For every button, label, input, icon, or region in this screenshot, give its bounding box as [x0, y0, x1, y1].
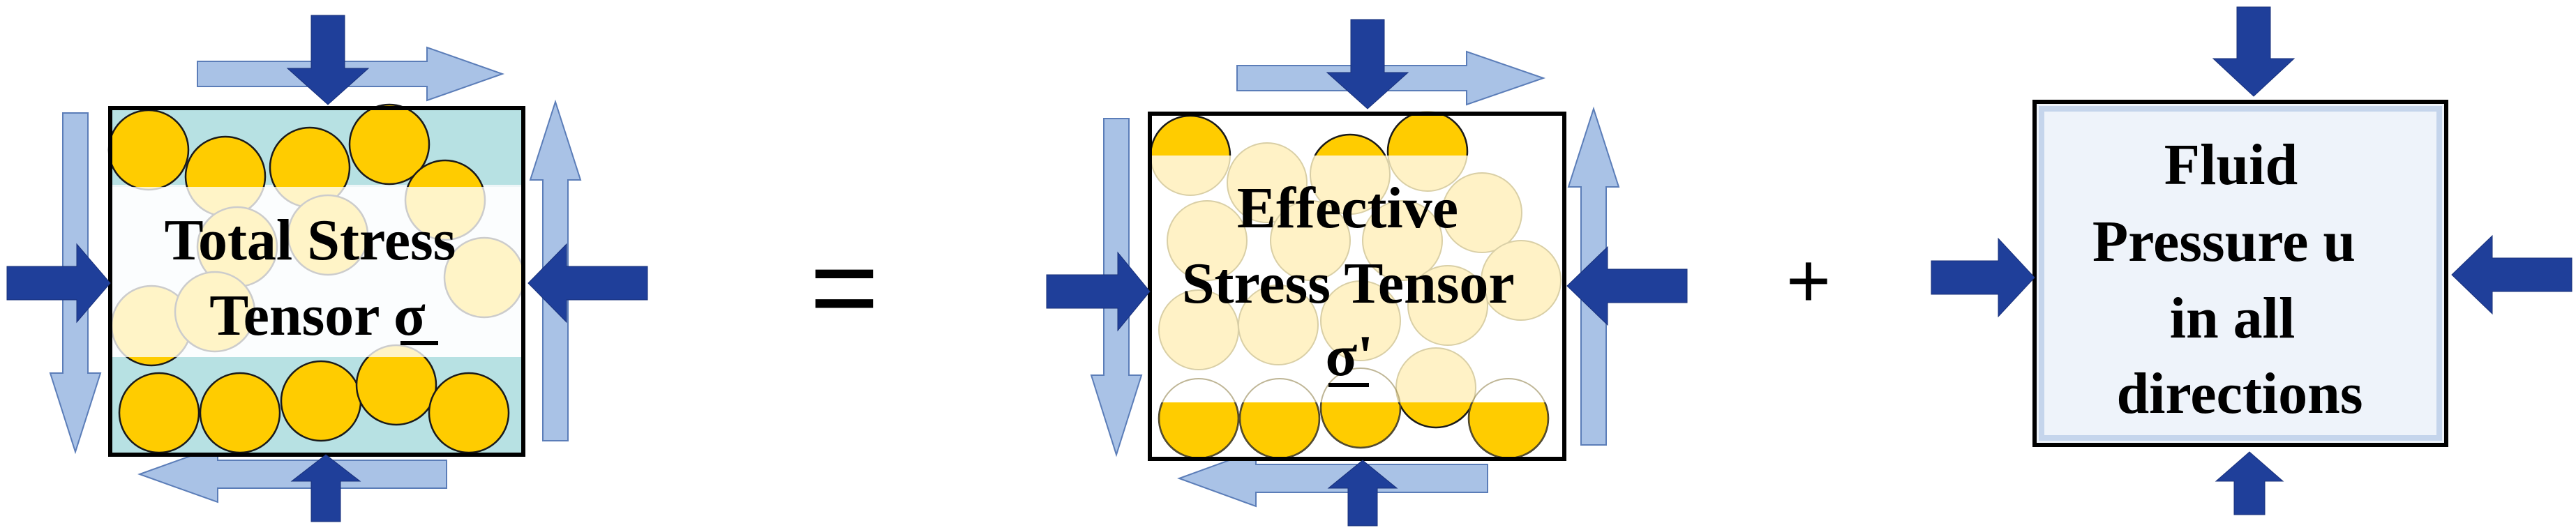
normal-arrow-bottom — [290, 454, 361, 522]
label-line: Tensor σ — [209, 283, 426, 348]
effective-grains-top-solid — [1150, 114, 1469, 156]
grain-outline — [1320, 368, 1401, 448]
normal-arrow-left — [6, 243, 111, 324]
grain — [1481, 240, 1562, 321]
fluid-box-inner-highlight — [2039, 106, 2442, 441]
grain — [428, 372, 510, 454]
effective-box-outline — [1148, 112, 1566, 461]
shear-arrow-bottom-left — [1177, 449, 1488, 508]
effective-stress-label: Effective Stress Tensor σ' — [1182, 176, 1528, 388]
normal-arrow-left — [1046, 251, 1151, 332]
fluid-pressure-label: Fluid Pressure u in all directions — [2092, 132, 2370, 426]
normal-arrow-right — [2451, 234, 2573, 315]
grain — [1167, 200, 1248, 281]
grain — [1238, 285, 1319, 365]
total-stress-panel: Total Stress Tensor σ — [6, 15, 648, 522]
equals-sign: = — [809, 221, 878, 354]
normal-arrow-top — [286, 15, 370, 105]
grain — [355, 344, 437, 426]
grain — [280, 360, 362, 442]
normal-arrow-bottom — [2215, 451, 2284, 515]
fluid-box-outline — [2032, 100, 2448, 447]
grain — [1407, 265, 1488, 346]
grain — [1398, 402, 1474, 429]
normal-arrow-top — [1326, 19, 1409, 109]
label-line: Effective — [1237, 176, 1458, 241]
fluid-pressure-panel: Fluid Pressure u in all directions — [1931, 6, 2573, 515]
total-stress-label: Total Stress Tensor σ — [165, 208, 471, 348]
grain — [1270, 200, 1351, 281]
label-line: σ' — [1325, 324, 1373, 388]
grain — [1314, 133, 1386, 156]
total-box-outline — [108, 106, 525, 457]
shear-arrow-bottom-left — [137, 445, 447, 503]
label-line: in all — [2170, 286, 2296, 351]
normal-arrow-right — [527, 243, 648, 324]
plus-sign: + — [1786, 238, 1831, 324]
grain — [107, 109, 190, 191]
grain — [199, 372, 281, 454]
total-box-wash — [110, 187, 523, 357]
normal-arrow-left — [1931, 237, 2035, 318]
label-line: Stress Tensor — [1182, 251, 1514, 316]
grain — [118, 372, 200, 454]
grain — [1320, 280, 1401, 361]
grain — [348, 103, 430, 186]
fluid-box — [2035, 102, 2446, 445]
label-line: Total Stress — [165, 208, 456, 273]
normal-arrow-right — [1566, 245, 1688, 326]
effective-stress-panel: Effective Stress Tensor σ' — [1046, 19, 1688, 527]
grain — [1441, 172, 1522, 253]
label-line: directions — [2116, 361, 2362, 426]
normal-arrow-bottom — [1327, 460, 1398, 527]
grain — [1227, 142, 1308, 223]
label-line: Fluid — [2164, 132, 2298, 197]
label-line: Pressure u — [2092, 209, 2356, 274]
normal-arrow-top — [2212, 6, 2296, 97]
grain — [1362, 200, 1443, 281]
grain — [1386, 114, 1469, 156]
